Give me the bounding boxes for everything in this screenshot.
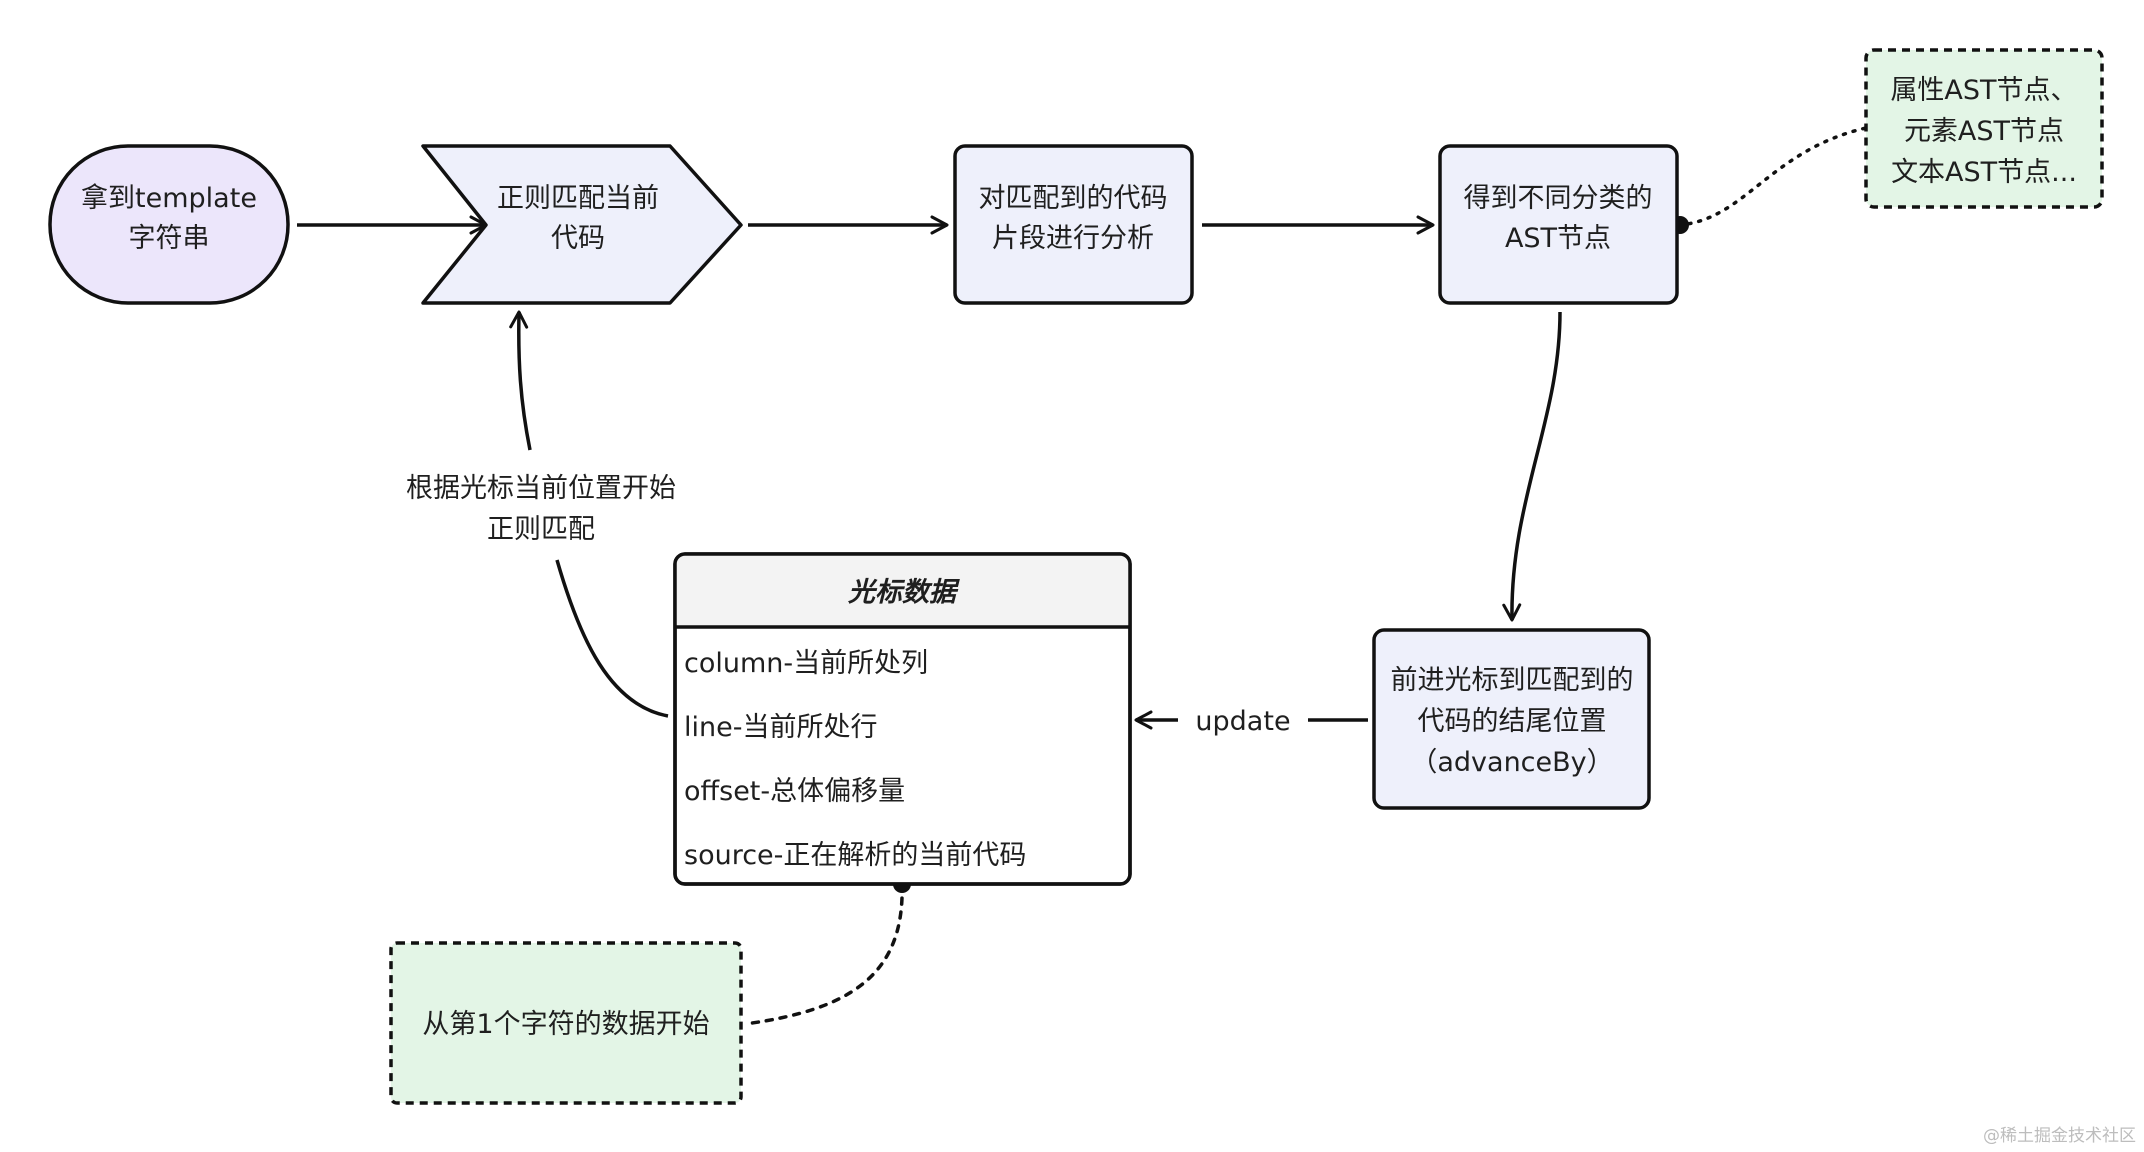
loop-edge-label-line-1: 根据光标当前位置开始	[406, 473, 676, 504]
start-node-line-1: 拿到template	[81, 183, 257, 214]
init-note-text: 从第1个字符的数据开始	[422, 1009, 709, 1040]
ast-note-line-1: 属性AST节点、	[1890, 75, 2077, 106]
cursor-data-card: 光标数据 column-当前所处列 line-当前所处行 offset-总体偏移…	[673, 552, 1132, 886]
advance-node: 前进光标到匹配到的 代码的结尾位置 （advanceBy）	[1372, 628, 1651, 810]
edge-cursor-to-init-note	[743, 882, 904, 1026]
analyze-node-line-2: 片段进行分析	[992, 223, 1154, 254]
cursor-card-row-source: source-正在解析的当前代码	[684, 840, 1026, 871]
advance-node-line-1: 前进光标到匹配到的	[1391, 665, 1634, 696]
ast-note: 属性AST节点、 元素AST节点 文本AST节点...	[1864, 48, 2104, 209]
edge-cursor-to-match-a	[555, 559, 669, 718]
update-edge-label: update	[1195, 706, 1290, 737]
ast-node: 得到不同分类的 AST节点	[1438, 144, 1679, 305]
advance-node-line-3: （advanceBy）	[1410, 747, 1613, 778]
cursor-card-title: 光标数据	[847, 577, 960, 608]
analyze-node: 对匹配到的代码 片段进行分析	[953, 144, 1194, 305]
loop-edge-label-line-2: 正则匹配	[487, 514, 595, 545]
cursor-card-row-offset: offset-总体偏移量	[684, 776, 905, 807]
match-node-line-2: 代码	[551, 223, 605, 254]
analyze-node-line-1: 对匹配到的代码	[979, 183, 1168, 214]
start-node-line-2: 字符串	[129, 223, 210, 254]
cursor-card-row-line: line-当前所处行	[684, 712, 877, 743]
start-node: 拿到template 字符串	[48, 144, 290, 305]
cursor-card-row-column: column-当前所处列	[684, 648, 928, 679]
ast-note-line-3: 文本AST节点...	[1891, 157, 2077, 188]
match-node-line-1: 正则匹配当前	[497, 183, 659, 214]
ast-node-line-1: 得到不同分类的	[1464, 183, 1653, 214]
edge-ast-to-note	[1677, 126, 1868, 227]
ast-node-line-2: AST节点	[1505, 223, 1611, 254]
init-note: 从第1个字符的数据开始	[389, 941, 743, 1105]
watermark: @稀土掘金技术社区	[1983, 1126, 2136, 1146]
ast-note-line-2: 元素AST节点	[1904, 116, 2064, 147]
match-node: 正则匹配当前 代码	[421, 144, 743, 305]
edge-cursor-to-match-b	[509, 310, 532, 451]
edge-ast-to-advance	[1502, 311, 1562, 622]
advance-node-line-2: 代码的结尾位置	[1418, 706, 1607, 737]
